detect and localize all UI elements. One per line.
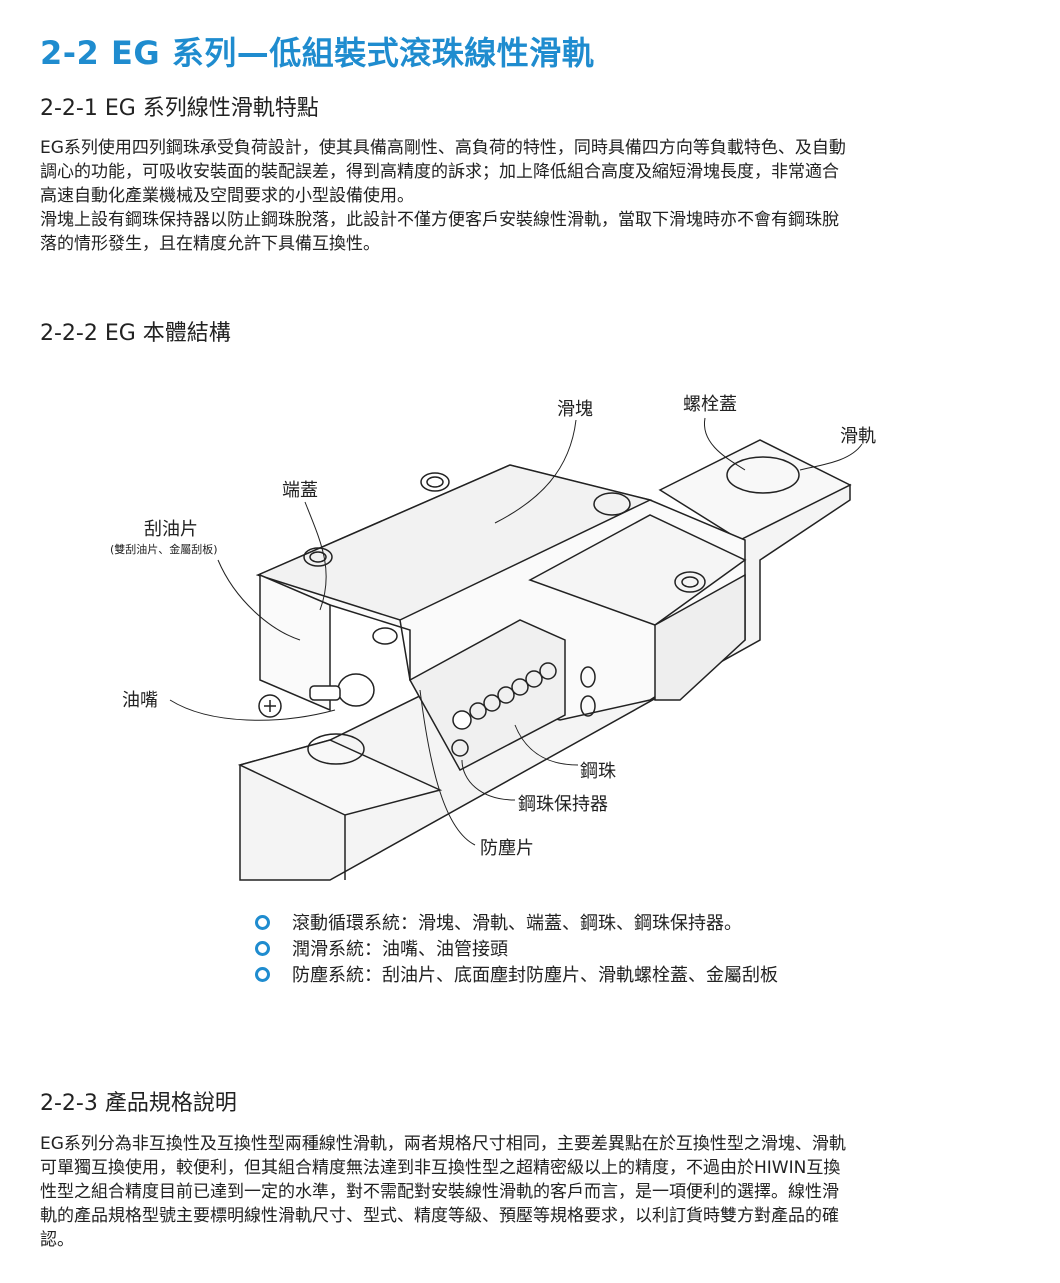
bullet-icon (255, 966, 270, 982)
bullet-text: 潤滑系統：油嘴、油管接頭 (292, 939, 508, 960)
label-rail: 滑軌 (840, 426, 876, 447)
bullet-item: 防塵系統：刮油片、底面塵封防塵片、滑軌螺栓蓋、金屬刮板 (255, 961, 778, 987)
paragraph-line: 調心的功能，可吸收安裝面的裝配誤差，得到高精度的訴求；加上降低組合高度及縮短滑塊… (40, 162, 839, 182)
paragraph-line: 高速自動化產業機械及空間要求的小型設備使用。 (40, 186, 414, 206)
spec-paragraph: EG系列分為非互換性及互換性型兩種線性滑軌，兩者規格尺寸相同，主要差異點在於互換… (40, 1132, 846, 1252)
section-heading-spec: 2-2-3 產品規格說明 (40, 1091, 237, 1116)
label-bolt-cap: 螺栓蓋 (683, 394, 737, 415)
page-title: 2-2 EG 系列—低組裝式滾珠線性滑軌 (40, 34, 595, 72)
leader-lines (169, 417, 863, 846)
grease-nipple-drawing (258, 673, 375, 718)
section-heading-structure: 2-2-2 EG 本體結構 (40, 321, 231, 346)
steel-balls-drawing (451, 662, 557, 757)
paragraph-line: 軌的產品規格型號主要標明線性滑軌尺寸、型式、精度等級、預壓等規格要求，以利訂貨時… (40, 1206, 839, 1226)
paragraph-line: 可單獨互換使用，較便利，但其組合精度無法達到非互換性型之超精密級以上的精度，不過… (40, 1158, 841, 1178)
label-scraper-note: (雙刮油片、金屬刮板) (110, 543, 218, 556)
linear-guide-diagram (169, 417, 863, 881)
paragraph-line: 滑塊上設有鋼珠保持器以防止鋼珠脫落，此設計不僅方便客戶安裝線性滑軌，當取下滑塊時… (40, 210, 839, 230)
label-scraper: 刮油片 (144, 519, 198, 540)
paragraph-line: EG系列使用四列鋼珠承受負荷設計，使其具備高剛性、高負荷的特性，同時具備四方向等… (40, 138, 846, 158)
paragraph-line: 認。 (40, 1230, 74, 1250)
bullet-item: 潤滑系統：油嘴、油管接頭 (255, 935, 508, 961)
label-ball: 鋼珠 (580, 761, 616, 782)
label-grease-nipple: 油嘴 (122, 690, 158, 711)
label-end-cap: 端蓋 (282, 480, 318, 501)
bullet-text: 滾動循環系統：滑塊、滑軌、端蓋、鋼珠、鋼珠保持器。 (292, 913, 742, 934)
bullet-icon (255, 940, 270, 956)
bullet-icon (255, 914, 270, 930)
block-drawing (255, 464, 747, 772)
bullet-text: 防塵系統：刮油片、底面塵封防塵片、滑軌螺栓蓋、金屬刮板 (292, 965, 778, 986)
label-block: 滑塊 (557, 399, 593, 420)
label-bottom-seal: 防塵片 (480, 838, 534, 859)
paragraph-line: 落的情形發生，且在精度允許下具備互換性。 (40, 234, 380, 254)
paragraph-line: EG系列分為非互換性及互換性型兩種線性滑軌，兩者規格尺寸相同，主要差異點在於互換… (40, 1134, 846, 1154)
label-retainer: 鋼珠保持器 (518, 794, 608, 815)
paragraph-line: 性型之組合精度目前已達到一定的水準，對不需配對安裝線性滑軌的客戶而言，是一項便利… (40, 1182, 839, 1202)
features-paragraph: EG系列使用四列鋼珠承受負荷設計，使其具備高剛性、高負荷的特性，同時具備四方向等… (40, 136, 846, 256)
section-heading-features: 2-2-1 EG 系列線性滑軌特點 (40, 96, 319, 121)
bullet-item: 滾動循環系統：滑塊、滑軌、端蓋、鋼珠、鋼珠保持器。 (255, 909, 742, 935)
